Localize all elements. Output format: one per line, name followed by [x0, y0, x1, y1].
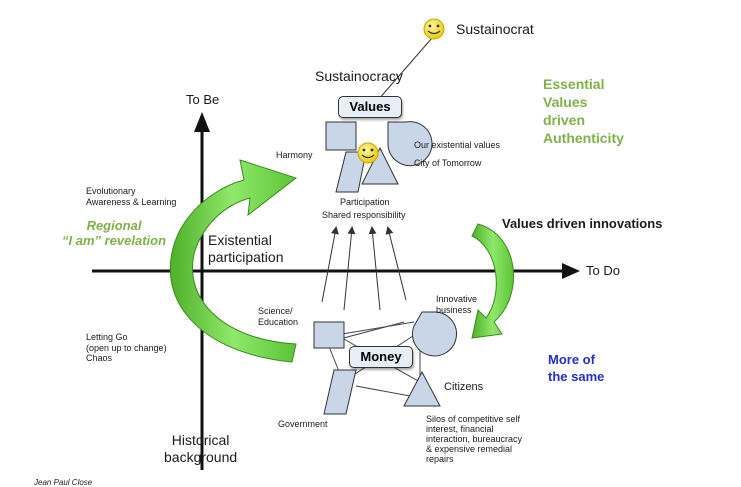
evolutionary-line: Evolutionary: [86, 186, 136, 196]
money-parallelogram-shape: [323, 369, 357, 415]
upward-arrow: [385, 226, 407, 301]
x-axis-arrowhead: [562, 263, 580, 279]
values-square-shape: [325, 121, 357, 151]
harmony-label: Harmony: [276, 150, 313, 160]
regional-line: Regional: [86, 218, 142, 233]
existential-participation-label: Existential participation: [208, 232, 284, 265]
sustainocrat-link: [377, 37, 433, 101]
essential-line: driven: [543, 111, 586, 128]
essential-values-label: Essential Values driven Authenticity: [543, 76, 624, 148]
participation-label: Participation: [340, 197, 390, 207]
innovative-line: business: [436, 304, 472, 315]
more-of-the-same-label: More of the same: [548, 352, 604, 386]
regional-label: Regional “I am” revelation: [62, 218, 166, 249]
values-box: Values: [338, 96, 402, 118]
evolutionary-line: Awareness & Learning: [86, 196, 177, 207]
more-same-line: More of: [548, 352, 595, 367]
money-square-shape: [313, 321, 345, 349]
green-curved-arrow-right: [471, 223, 515, 339]
science-education-label: Science/ Education: [258, 306, 298, 327]
city-of-tomorrow-label: City of Tomorrow: [414, 158, 482, 168]
historical-line: Historical: [171, 432, 230, 448]
smiley-icon: [423, 18, 445, 40]
values-pacman-shape: [387, 121, 433, 167]
essential-line: Authenticity: [543, 129, 624, 146]
to-be-label: To Be: [186, 92, 220, 107]
innovative-line: Innovative: [436, 294, 478, 304]
essential-line: Values: [543, 93, 588, 110]
money-box: Money: [349, 346, 413, 368]
science-line: Education: [258, 316, 299, 327]
science-line: Science/: [258, 306, 293, 316]
existential-values-label: Our existential values: [414, 140, 501, 150]
money-pacman-shape: [412, 311, 457, 357]
regional-line: “I am” revelation: [62, 233, 167, 249]
citizens-label: Citizens: [444, 381, 484, 393]
letting-go-line: (open up to change): [86, 342, 167, 353]
credit-label: Jean Paul Close: [34, 478, 93, 487]
silos-line: interaction, bureaucracy: [426, 434, 523, 445]
existential-line: participation: [208, 248, 284, 265]
historical-line: background: [164, 448, 238, 465]
sustainocracy-label: Sustainocracy: [315, 68, 403, 84]
letting-go-line: Letting Go: [86, 332, 128, 342]
smiley-icon: [357, 142, 379, 164]
evolutionary-label: Evolutionary Awareness & Learning: [86, 186, 176, 207]
historical-background-label: Historical background: [164, 432, 237, 465]
government-label: Government: [278, 419, 328, 429]
values-triangle-shape: [361, 146, 399, 185]
more-same-line: the same: [548, 368, 605, 384]
upward-arrow: [321, 226, 339, 303]
to-do-label: To Do: [586, 263, 620, 278]
essential-line: Essential: [543, 76, 605, 92]
silos-label: Silos of competitive self interest, fina…: [426, 414, 522, 464]
silos-line: interest, financial: [426, 424, 494, 435]
letting-go-line: Chaos: [86, 353, 113, 364]
green-curved-arrow-left: [169, 159, 298, 363]
existential-line: Existential: [208, 232, 272, 248]
shared-responsibility-label: Shared responsibility: [322, 210, 406, 220]
y-axis-arrowhead: [194, 112, 210, 132]
silos-line: Silos of competitive self: [426, 414, 521, 424]
values-driven-innovations-label: Values driven innovations: [502, 216, 663, 231]
silos-line: repairs: [426, 454, 454, 465]
innovative-business-label: Innovative business: [436, 294, 477, 315]
upward-arrow: [343, 226, 356, 311]
letting-go-label: Letting Go (open up to change) Chaos: [86, 332, 167, 364]
money-triangle-shape: [403, 370, 441, 407]
upward-arrow: [368, 226, 381, 311]
sustainocrat-label: Sustainocrat: [456, 21, 534, 37]
silos-line: & expensive remedial: [426, 444, 513, 455]
